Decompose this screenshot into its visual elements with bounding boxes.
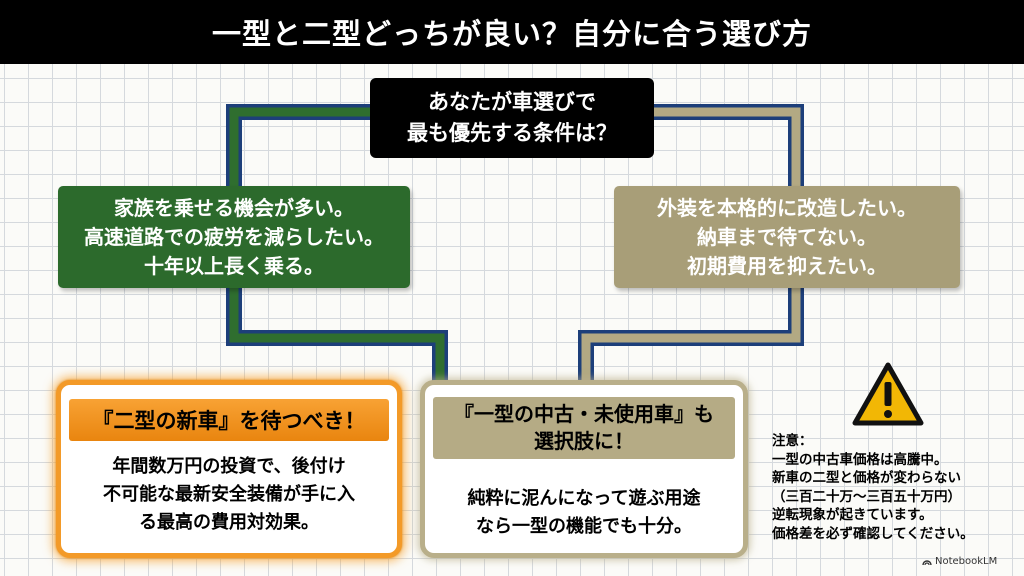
left-result-heading: 『二型の新車』を待つべき！	[69, 399, 389, 441]
left-result-card: 『二型の新車』を待つべき！ 年間数万円の投資で、後付け 不可能な最新安全装備が手…	[56, 380, 402, 558]
right-result-body: 純粋に泥んになって遊ぶ用途 なら一型の機能でも十分。	[467, 488, 701, 537]
notebooklm-logo-icon	[922, 559, 932, 565]
right-result-card: 『一型の中古・未使用車』も 選択肢に！ 純粋に泥んになって遊ぶ用途 なら一型の機…	[420, 380, 748, 558]
left-condition-box: 家族を乗せる機会が多い。 高速道路での疲労を減らしたい。 十年以上長く乗る。	[58, 186, 410, 288]
brand-watermark: NotebookLM	[922, 556, 997, 567]
right-condition-box: 外装を本格的に改造したい。 納車まで待てない。 初期費用を抑えたい。	[614, 186, 960, 288]
left-connector	[226, 104, 448, 382]
page-title: 一型と二型どっちが良い？自分に合う選び方	[0, 0, 1024, 64]
brand-label: NotebookLM	[935, 556, 998, 567]
right-connector	[578, 104, 804, 382]
warning-icon	[852, 362, 924, 426]
central-question: あなたが車選びで 最も優先する条件は？	[370, 78, 654, 158]
left-result-body: 年間数万円の投資で、後付け 不可能な最新安全装備が手に入 る最高の費用対効果。	[103, 456, 355, 533]
right-result-heading: 『一型の中古・未使用車』も 選択肢に！	[433, 397, 735, 459]
warning-note: 注意： 一型の中古車価格は高騰中。 新車の二型と価格が変わらない （三百二十万～…	[772, 433, 974, 542]
